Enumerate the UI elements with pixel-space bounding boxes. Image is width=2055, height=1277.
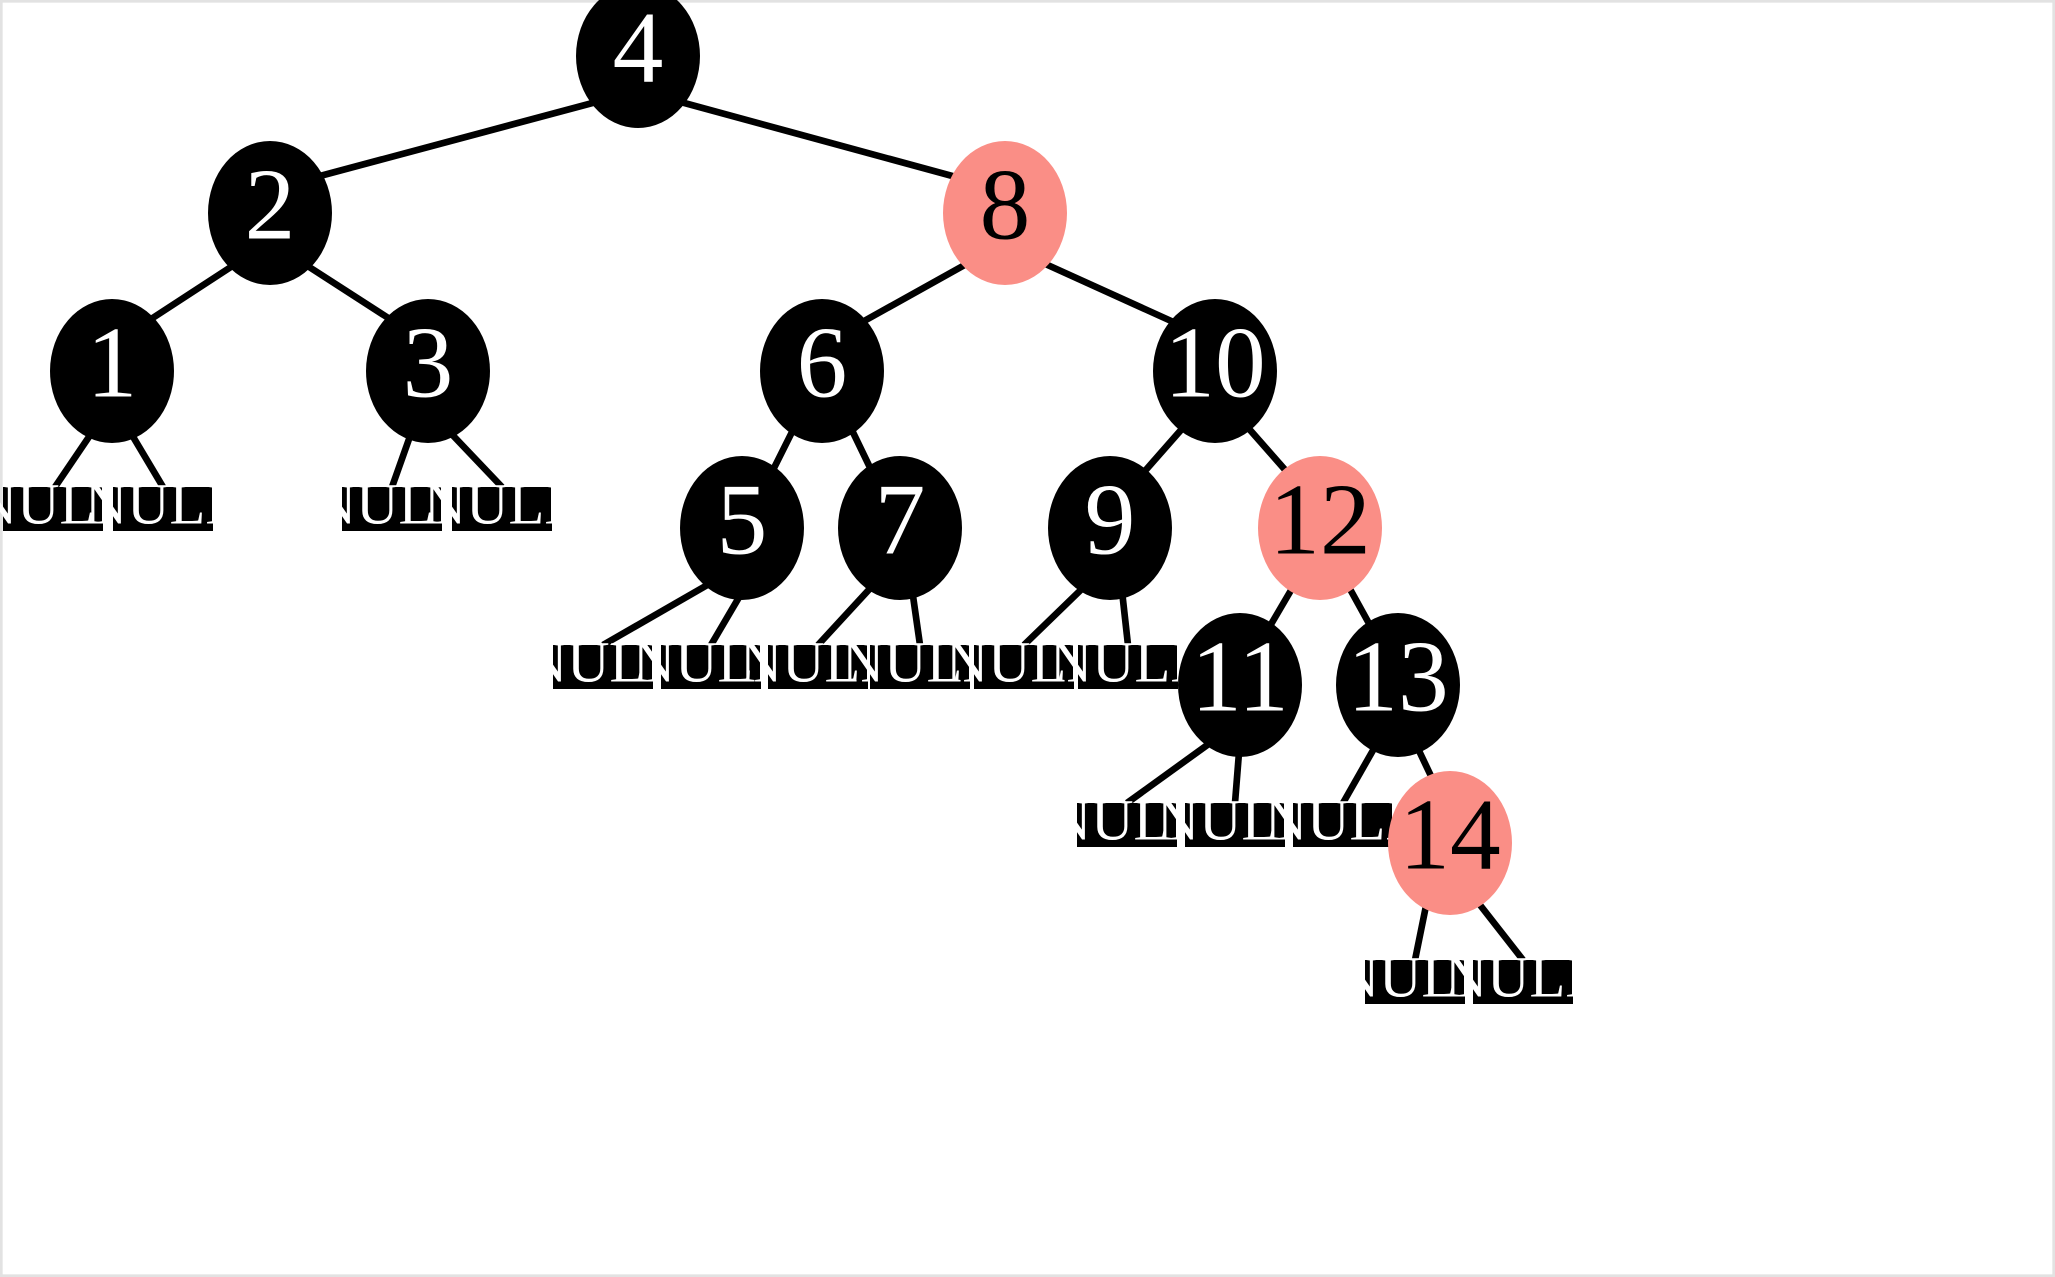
- null-leaf-label: NULL: [1049, 787, 1206, 852]
- node-shape-black[interactable]: [208, 141, 332, 285]
- null-leaf-label: NULL: [85, 471, 242, 536]
- tree-edge-n8-n10: [1039, 258, 1182, 329]
- node-label: 11: [1191, 620, 1289, 732]
- null-leaf: NULL: [314, 471, 471, 536]
- tree-node-14[interactable]: 14: [1388, 771, 1512, 915]
- null-leaf: NULL: [424, 471, 581, 536]
- null-leaf: NULL: [1157, 787, 1314, 852]
- tree-node-6[interactable]: 6: [760, 299, 884, 443]
- null-leaf-label: NULL: [633, 629, 790, 694]
- node-label: 3: [403, 306, 454, 418]
- tree-node-13[interactable]: 13: [1336, 613, 1460, 757]
- tree-node-9[interactable]: 9: [1048, 456, 1172, 601]
- node-label: 6: [797, 306, 848, 418]
- null-leaf: NULL: [633, 629, 790, 694]
- null-node-layer: NULLNULLNULLNULLNULLNULLNULLNULLNULLNULL…: [0, 471, 1601, 1009]
- null-leaf-label: NULL: [1157, 787, 1314, 852]
- null-leaf-box: [1473, 960, 1573, 1004]
- null-leaf-box: [1293, 803, 1393, 847]
- tree-node-7[interactable]: 7: [838, 456, 962, 601]
- node-shape-black[interactable]: [1336, 613, 1460, 757]
- tree-edge-n5-u5: [601, 577, 718, 648]
- tree-node-1[interactable]: 1: [50, 299, 175, 443]
- null-leaf-box: [870, 645, 970, 689]
- node-label: 8: [980, 148, 1031, 260]
- tree-edge-n7-u7: [815, 579, 879, 648]
- null-leaf: NULL: [1445, 944, 1602, 1009]
- tree-node-12[interactable]: 12: [1258, 456, 1383, 601]
- null-leaf: NULL: [946, 629, 1103, 694]
- node-label: 1: [87, 306, 138, 418]
- null-leaf-label: NULL: [1445, 944, 1602, 1009]
- tree-edge-n9-u9: [1021, 579, 1092, 648]
- node-label: 12: [1269, 463, 1370, 575]
- tree-edge-n4-n8: [676, 97, 968, 184]
- node-shape-black[interactable]: [680, 456, 804, 601]
- tree-edge-n2-n3: [301, 260, 398, 326]
- node-label: 9: [1085, 463, 1136, 575]
- null-leaf: NULL: [1337, 944, 1494, 1009]
- node-shape-red[interactable]: [1258, 456, 1383, 601]
- node-shape-black[interactable]: [366, 299, 491, 443]
- node-label: 13: [1347, 620, 1448, 732]
- null-leaf-label: NULL: [842, 629, 999, 694]
- node-shape-red[interactable]: [943, 141, 1067, 285]
- null-leaf-label: NULL: [314, 471, 471, 536]
- tree-node-3[interactable]: 3: [366, 299, 491, 443]
- null-leaf-label: NULL: [1337, 944, 1494, 1009]
- tree-edge-n14-u15: [1470, 893, 1526, 963]
- null-leaf: NULL: [525, 629, 682, 694]
- null-leaf-box: [342, 487, 442, 531]
- node-shape-black[interactable]: [1178, 613, 1302, 757]
- node-label: 7: [875, 463, 926, 575]
- node-label: 14: [1399, 778, 1500, 890]
- tree-edge-n11-u11: [1125, 735, 1219, 806]
- tree-node-10[interactable]: 10: [1153, 299, 1277, 443]
- node-shape-black[interactable]: [576, 0, 700, 128]
- null-leaf-box: [1077, 803, 1177, 847]
- null-leaf-box: [1365, 960, 1465, 1004]
- null-leaf: NULL: [0, 471, 131, 536]
- null-leaf: NULL: [85, 471, 242, 536]
- null-leaf-box: [452, 487, 552, 531]
- node-shape-black[interactable]: [1048, 456, 1172, 601]
- tree-node-2[interactable]: 2: [208, 141, 332, 285]
- node-label: 5: [717, 463, 768, 575]
- node-label: 10: [1164, 306, 1265, 418]
- node-shape-black[interactable]: [760, 299, 884, 443]
- null-leaf-label: NULL: [424, 471, 581, 536]
- null-leaf-box: [1078, 645, 1178, 689]
- null-leaf-box: [1185, 803, 1285, 847]
- null-leaf: NULL: [1049, 787, 1206, 852]
- null-leaf-box: [768, 645, 868, 689]
- node-shape-black[interactable]: [1153, 299, 1277, 443]
- tree-node-5[interactable]: 5: [680, 456, 804, 601]
- node-shape-red[interactable]: [1388, 771, 1512, 915]
- node-label: 2: [245, 148, 296, 260]
- tree-edge-n4-n2: [304, 97, 601, 184]
- tree-node-8[interactable]: 8: [943, 141, 1067, 285]
- node-shape-black[interactable]: [50, 299, 175, 443]
- tree-edge-n8-n6: [855, 259, 972, 328]
- null-leaf: NULL: [1265, 787, 1422, 852]
- tree-node-11[interactable]: 11: [1178, 613, 1302, 757]
- tree-node-4[interactable]: 4: [576, 0, 700, 128]
- null-leaf-label: NULL: [0, 471, 131, 536]
- null-leaf: NULL: [842, 629, 999, 694]
- null-leaf-box: [3, 487, 103, 531]
- node-shape-black[interactable]: [838, 456, 962, 601]
- null-leaf-box: [661, 645, 761, 689]
- tree-edge-n2-n1: [143, 260, 239, 326]
- null-leaf-box: [113, 487, 213, 531]
- node-label: 4: [613, 0, 664, 103]
- null-leaf-box: [553, 645, 653, 689]
- null-leaf-box: [974, 645, 1074, 689]
- null-leaf-label: NULL: [946, 629, 1103, 694]
- null-leaf-label: NULL: [525, 629, 682, 694]
